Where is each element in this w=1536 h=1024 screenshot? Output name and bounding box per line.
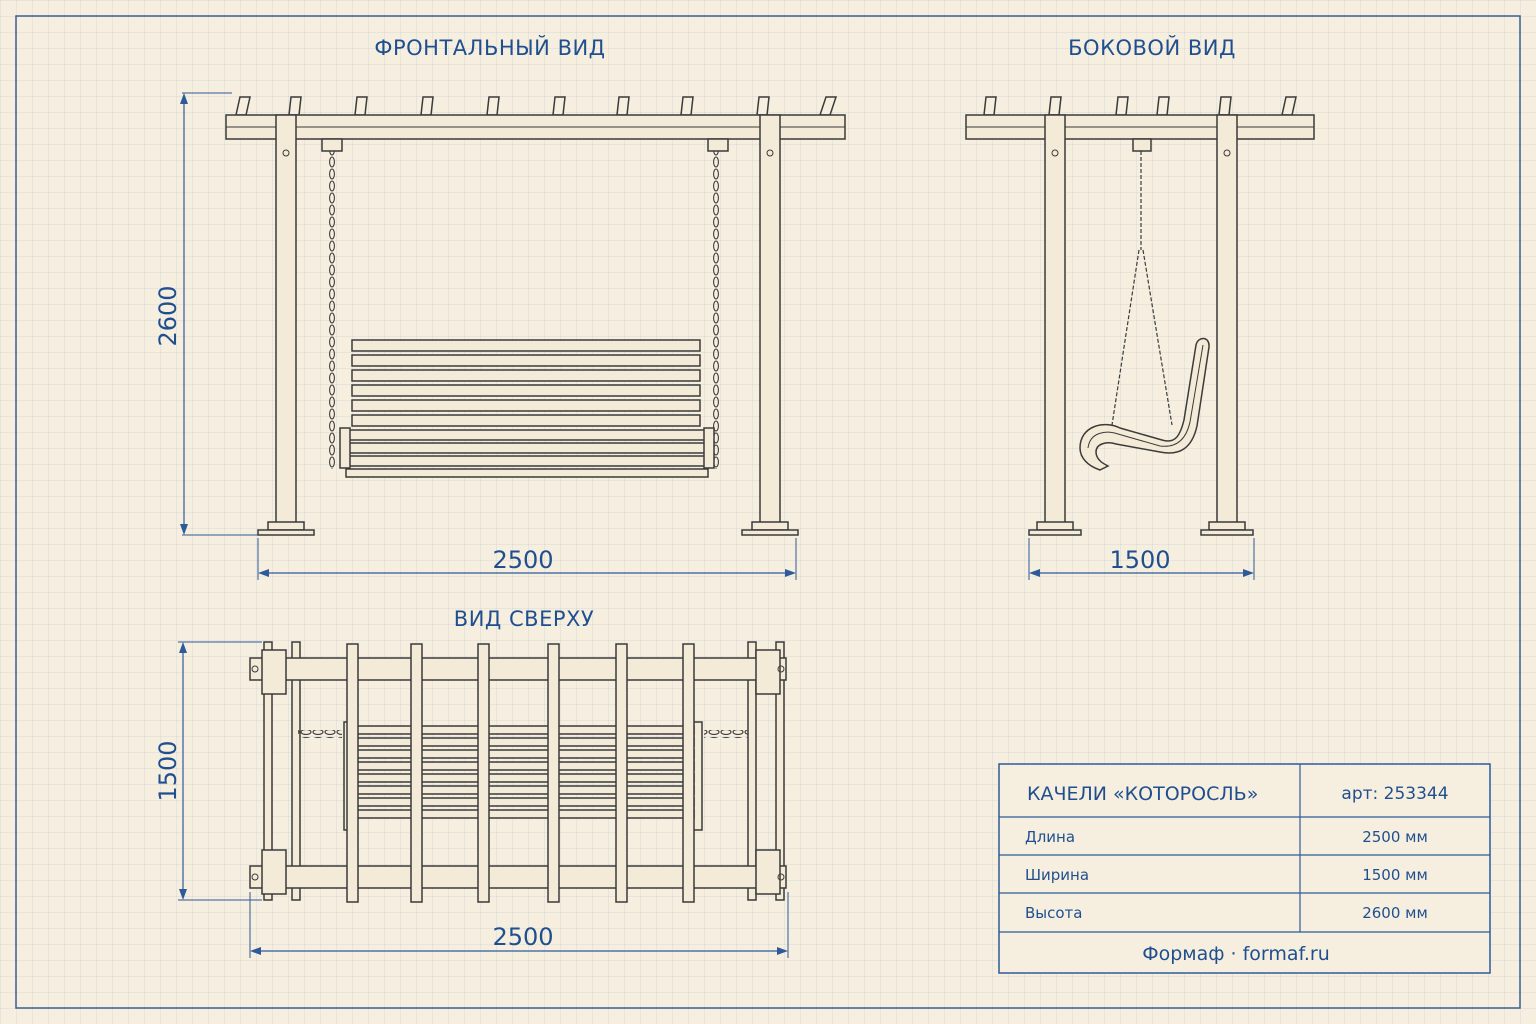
spec-value-length: 2500 мм — [1362, 828, 1428, 846]
front-view: 2600 2500 — [154, 92, 846, 580]
side-right-post — [1216, 114, 1238, 528]
title-block: КАЧЕЛИ «КОТОРОСЛЬ» арт: 253344 Длина 250… — [998, 763, 1491, 974]
top-rafters — [346, 643, 695, 903]
spec-value-width: 1500 мм — [1362, 866, 1428, 884]
top-front-beam — [249, 657, 787, 681]
front-left-post — [275, 114, 297, 528]
front-right-hanger — [707, 138, 729, 152]
front-seat — [339, 339, 715, 478]
article-number: арт: 253344 — [1341, 784, 1448, 804]
top-width-label: 2500 — [492, 923, 553, 951]
top-left-chain — [298, 730, 342, 738]
front-view-title: ФРОНТАЛЬНЫЙ ВИД — [374, 35, 605, 60]
top-seat — [343, 721, 703, 831]
spec-label-length: Длина — [1025, 828, 1075, 846]
front-right-foot — [751, 521, 789, 531]
front-width-label: 2500 — [492, 546, 553, 574]
side-width-label: 1500 — [1109, 546, 1170, 574]
company-footer: Формаф · formaf.ru — [1142, 943, 1330, 965]
top-back-beam — [249, 865, 787, 889]
front-left-hanger — [321, 138, 343, 152]
top-depth-label: 1500 — [154, 740, 182, 801]
side-rafters — [983, 96, 1297, 116]
front-rafters — [235, 96, 838, 116]
front-left-chain — [329, 151, 337, 469]
top-view: 1500 2500 — [154, 641, 789, 958]
front-left-foot — [267, 521, 305, 531]
product-name: КАЧЕЛИ «КОТОРОСЛЬ» — [1027, 783, 1258, 805]
spec-value-height: 2600 мм — [1362, 904, 1428, 922]
side-seat-profile — [1079, 337, 1210, 471]
top-right-chain — [704, 730, 748, 738]
side-view: 1500 — [965, 96, 1315, 580]
side-view-title: БОКОВОЙ ВИД — [1068, 35, 1236, 60]
top-view-title: ВИД СВЕРХУ — [454, 607, 594, 631]
side-left-post — [1044, 114, 1066, 528]
spec-label-width: Ширина — [1025, 866, 1089, 884]
spec-label-height: Высота — [1025, 904, 1083, 922]
front-right-chain — [713, 151, 721, 469]
front-right-post — [759, 114, 781, 528]
sheet-border — [15, 15, 1521, 1009]
front-height-label: 2600 — [154, 285, 182, 346]
